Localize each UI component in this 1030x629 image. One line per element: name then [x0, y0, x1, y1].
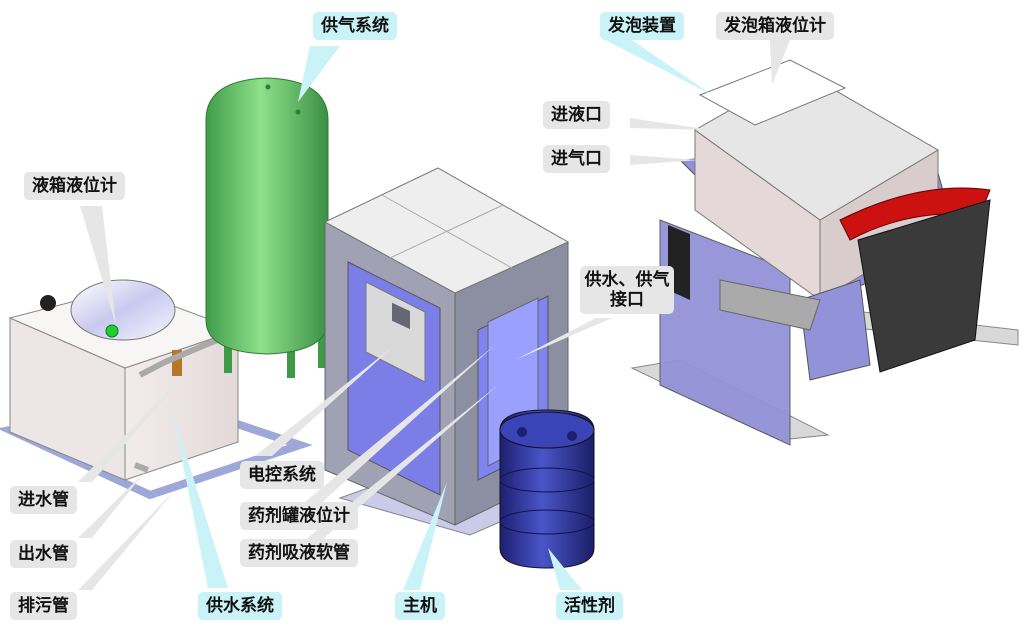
- label-gas-inlet: 进气口: [543, 145, 610, 173]
- surfactant-barrel: [499, 409, 595, 569]
- label-gas-supply-system: 供气系统: [313, 12, 397, 40]
- label-surfactant: 活性剂: [556, 592, 623, 620]
- label-agent-suction-hose: 药剂吸液软管: [240, 539, 358, 567]
- callout-pointers: [78, 40, 790, 590]
- label-water-gas-port: 供水、供气接口: [580, 266, 674, 314]
- water-supply-tank: [0, 279, 313, 500]
- label-liquid-inlet: 进液口: [543, 101, 610, 129]
- label-foam-tank-level-gauge: 发泡箱液位计: [716, 12, 834, 40]
- label-main-unit: 主机: [395, 592, 445, 620]
- gas-supply-tank: [205, 77, 329, 378]
- label-tank-level-gauge: 液箱液位计: [24, 172, 125, 200]
- label-water-outlet-pipe: 出水管: [10, 540, 77, 568]
- label-agent-tank-level-gauge: 药剂罐液位计: [240, 502, 358, 530]
- label-drain-pipe: 排污管: [10, 592, 77, 620]
- label-control-system: 电控系统: [240, 461, 324, 489]
- label-water-inlet-pipe: 进水管: [10, 486, 77, 514]
- foam-device: [630, 59, 1019, 446]
- label-water-supply-system: 供水系统: [198, 592, 282, 620]
- label-foam-device: 发泡装置: [600, 12, 684, 40]
